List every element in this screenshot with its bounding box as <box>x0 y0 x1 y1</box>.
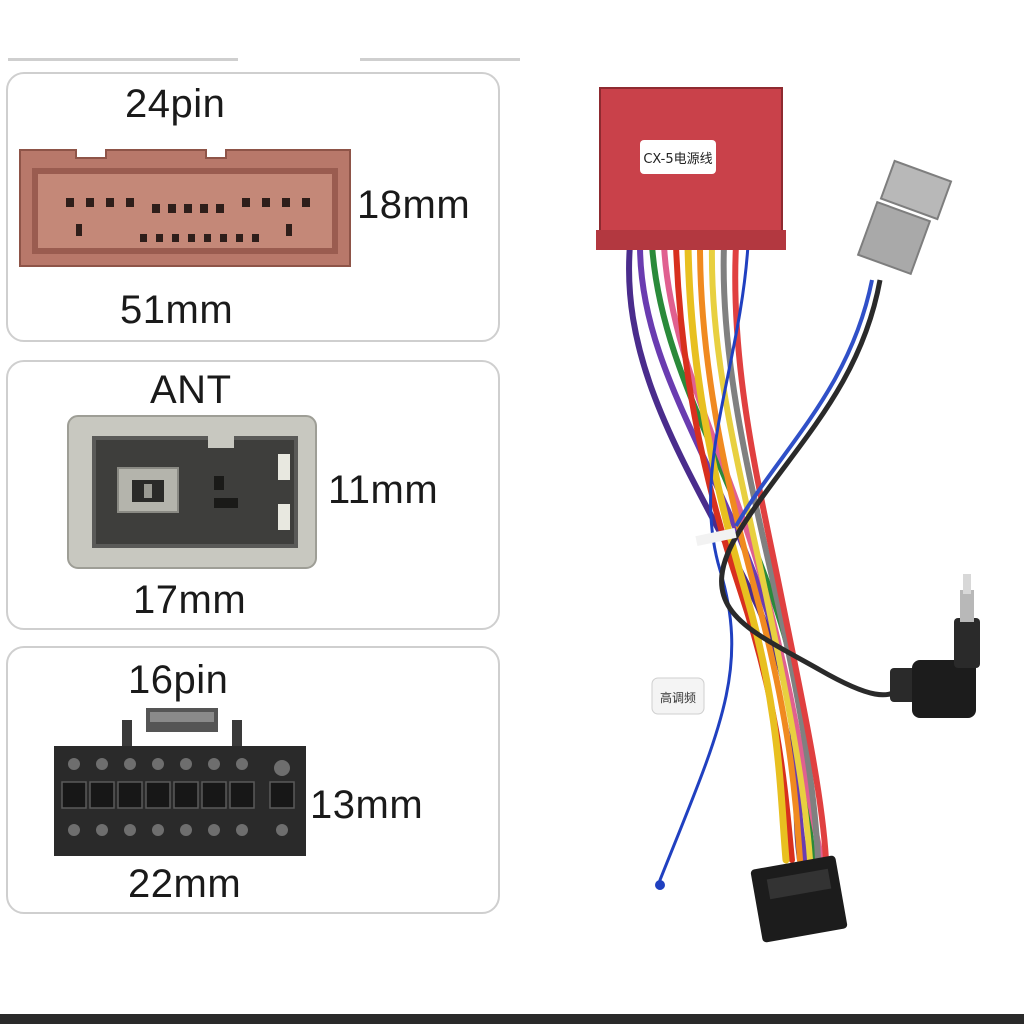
ant-plug <box>856 159 953 276</box>
antenna-cable <box>719 279 911 698</box>
wiring-harness-photo: 高调频 CX-5电源线 <box>596 87 980 943</box>
16pin-plug <box>750 855 848 943</box>
top-divider-right <box>360 58 520 61</box>
antenna-connector-icon <box>67 415 317 569</box>
connector-title-16pin: 16pin <box>128 658 229 702</box>
connector-title-24pin: 24pin <box>125 82 226 126</box>
connector-height-24pin: 18mm <box>357 183 471 227</box>
connector-width-ant: 17mm <box>133 578 247 622</box>
24pin-connector-icon <box>19 149 351 267</box>
top-divider-left <box>8 58 238 61</box>
bottom-bar <box>0 1014 1024 1024</box>
module-sticker <box>640 140 716 174</box>
module-label: CX-5电源线 <box>643 152 712 167</box>
connector-width-16pin: 22mm <box>128 862 242 906</box>
blue-wire-end <box>655 880 665 890</box>
16pin-connector-icon <box>54 708 306 856</box>
connector-height-ant: 11mm <box>328 468 439 512</box>
antenna-plug <box>890 574 980 718</box>
connector-title-ant: ANT <box>150 368 232 412</box>
connector-width-24pin: 51mm <box>120 288 234 332</box>
wire-tie <box>695 527 737 547</box>
tag-label: 高调频 <box>660 690 696 705</box>
tag-label-box <box>651 677 705 715</box>
wire-bundle <box>626 241 829 882</box>
connector-height-16pin: 13mm <box>310 783 424 827</box>
